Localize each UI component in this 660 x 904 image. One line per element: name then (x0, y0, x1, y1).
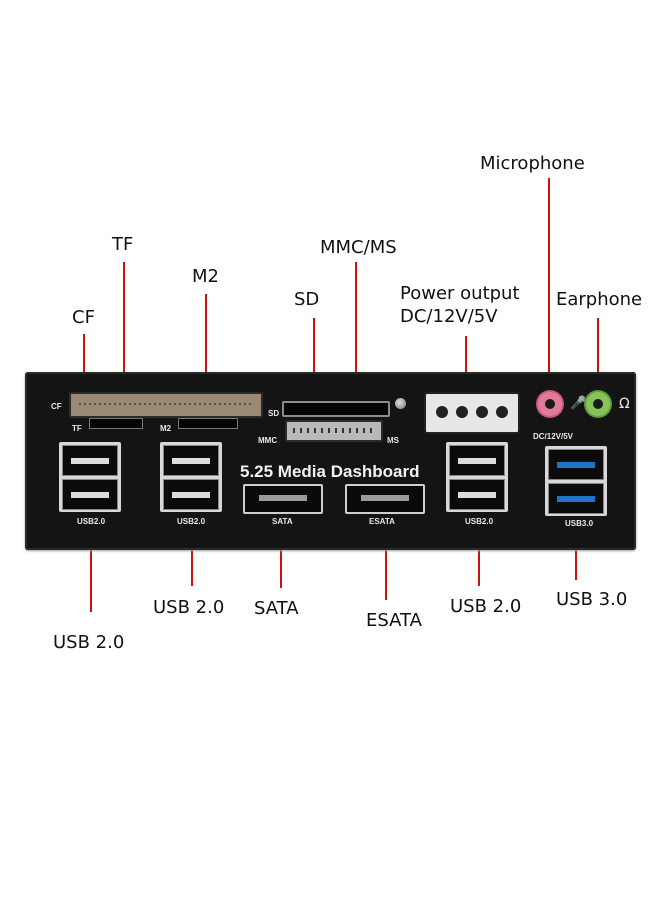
label-usb30: USB3.0 (565, 519, 594, 528)
mmc-ms-card-slot[interactable] (285, 420, 383, 442)
label-usb20-1: USB2.0 (77, 517, 106, 526)
callout-m2: M2 (192, 266, 219, 287)
callout-esata: ESATA (366, 610, 422, 631)
callout-sd: SD (294, 289, 320, 310)
usb20-port[interactable] (62, 445, 118, 476)
label-usb20-2: USB2.0 (177, 517, 206, 526)
usb20-port[interactable] (163, 445, 219, 476)
callout-usb30: USB 3.0 (556, 589, 628, 610)
label-cf: CF (51, 402, 62, 411)
power-led (395, 398, 406, 409)
callout-tf: TF (112, 234, 134, 255)
label-dc-12v-5v: DC/12V/5V (533, 432, 574, 441)
callout-power-output-line2: DC/12V/5V (400, 306, 498, 327)
label-sata: SATA (272, 517, 293, 526)
leader-line-esata (385, 530, 387, 600)
usb20-port[interactable] (163, 479, 219, 510)
label-tf: TF (72, 424, 82, 433)
callout-power-output: Power output DC/12V/5V (400, 282, 520, 328)
usb20-port[interactable] (62, 479, 118, 510)
m2-card-slot[interactable] (178, 418, 238, 429)
label-sd: SD (268, 409, 280, 418)
usb30-port-stack (545, 446, 607, 516)
leader-line-sd (313, 318, 315, 406)
usb20-port-stack-2 (160, 442, 222, 512)
leader-line-mmc-ms (355, 262, 357, 426)
leader-line-usb30 (575, 530, 577, 580)
microphone-jack[interactable] (538, 392, 562, 416)
callout-usb20-right: USB 2.0 (450, 596, 522, 617)
callout-mmc-ms: MMC/MS (320, 237, 397, 258)
esata-port[interactable] (345, 484, 425, 514)
label-usb20-3: USB2.0 (465, 517, 494, 526)
label-mmc: MMC (258, 436, 278, 445)
leader-line-power (465, 336, 467, 400)
microphone-icon: 🎤 (570, 396, 587, 411)
leader-line-m2 (205, 294, 207, 422)
usb20-port-stack-3 (446, 442, 508, 512)
panel-title: 5.25 Media Dashboard (240, 462, 420, 481)
callout-microphone: Microphone (480, 153, 585, 174)
callout-usb20-left: USB 2.0 (153, 597, 225, 618)
leader-line-sata (280, 530, 282, 588)
power-output-connector[interactable] (424, 392, 520, 434)
earphone-jack[interactable] (586, 392, 610, 416)
label-ms: MS (387, 436, 399, 445)
usb20-port[interactable] (449, 445, 505, 476)
callout-usb20-left-bottom: USB 2.0 (53, 632, 125, 653)
label-m2: M2 (160, 424, 172, 433)
callout-sata: SATA (254, 598, 299, 619)
leader-line-microphone (548, 178, 550, 388)
media-dashboard-panel: CF TF M2 SD MMC MS DC/12V/5V 🎤 Ω USB2.0 (25, 372, 636, 550)
label-esata: ESATA (369, 517, 395, 526)
sd-card-slot[interactable] (282, 401, 390, 417)
usb20-port[interactable] (449, 479, 505, 510)
sata-port[interactable] (243, 484, 323, 514)
headphone-icon: Ω (619, 396, 630, 412)
usb30-port[interactable] (548, 483, 604, 514)
leader-line-usb20-left-bottom (90, 530, 92, 612)
callout-power-output-line1: Power output (400, 283, 520, 304)
usb20-port-stack-1 (59, 442, 121, 512)
callout-earphone: Earphone (556, 289, 643, 310)
usb30-port[interactable] (548, 449, 604, 480)
leader-line-tf (123, 262, 125, 422)
leader-line-cf (83, 334, 85, 396)
tf-card-slot[interactable] (89, 418, 143, 429)
leader-line-usb20-right (478, 530, 480, 586)
callout-cf: CF (72, 307, 95, 328)
cf-card-slot[interactable] (69, 392, 263, 418)
leader-line-earphone (597, 318, 599, 390)
leader-line-usb20-left (191, 530, 193, 586)
